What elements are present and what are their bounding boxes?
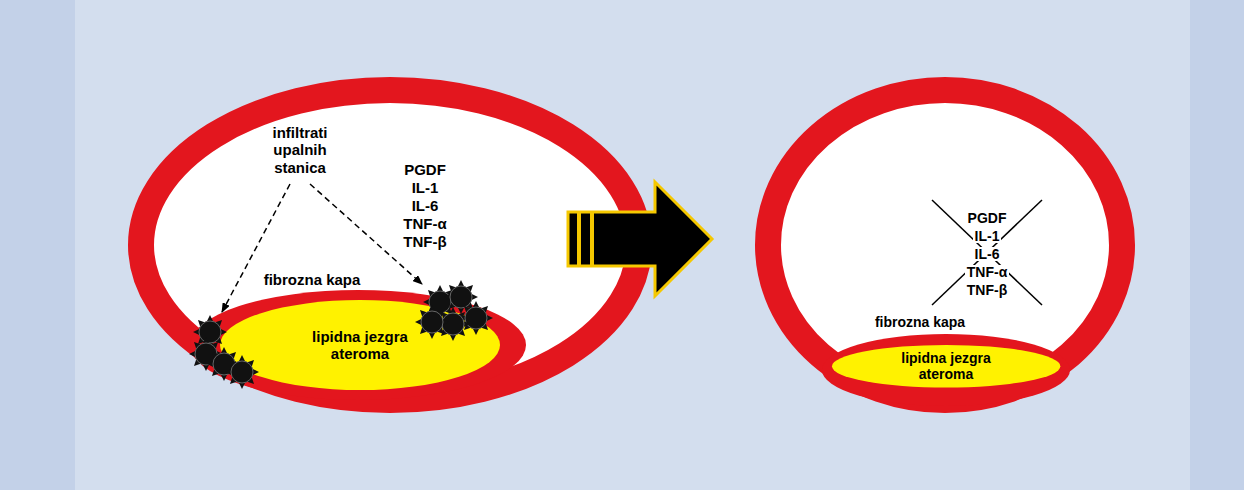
lipid-core: lipidna jezgra ateroma	[220, 300, 500, 390]
cytokine-label: TNF-β	[403, 233, 446, 250]
cytokine-label: PGDF	[404, 161, 446, 178]
core-label: lipidna jezgra ateroma	[300, 328, 420, 363]
leader-arrow	[222, 184, 290, 312]
cytokine-label: TNF-α	[403, 215, 446, 232]
fibrous-cap	[190, 290, 526, 400]
lipid-core: lipidna jezgra ateroma	[832, 345, 1060, 388]
arrow-stripe	[577, 213, 581, 265]
panel	[75, 0, 1190, 490]
cytokine-label: PGDF	[966, 211, 1009, 226]
cytokine-label: TNF-α	[965, 265, 1009, 280]
transition-arrow	[568, 182, 712, 296]
vessel-wall	[768, 90, 1122, 400]
fibrous-cap-label: fibrozna kapa	[264, 271, 361, 288]
cross-out-line	[932, 200, 1042, 305]
cell-infiltrate-label: infiltrati upalnih stanica	[260, 124, 340, 176]
core-label: lipidna jezgra ateroma	[890, 350, 1002, 382]
inflammatory-cell	[459, 301, 493, 335]
cytokine-label: IL-1	[412, 179, 439, 196]
vessel-wall	[141, 90, 639, 400]
cytokine-label: TNF-β	[965, 283, 1009, 298]
fibrous-cap-label: fibrozna kapa	[875, 314, 965, 330]
cytokine-label: IL-6	[973, 247, 1002, 262]
arrow-stripe	[590, 213, 594, 265]
cytokine-label: IL-6	[412, 197, 439, 214]
lipid-core-ellipse	[220, 300, 500, 390]
inflammatory-cell	[225, 355, 259, 389]
cytokine-label: IL-1	[973, 229, 1002, 244]
cross-out-line	[932, 200, 1042, 305]
lipid-core-ellipse	[832, 345, 1060, 388]
inflammatory-cell	[415, 305, 449, 339]
fibrous-cap	[822, 334, 1070, 406]
